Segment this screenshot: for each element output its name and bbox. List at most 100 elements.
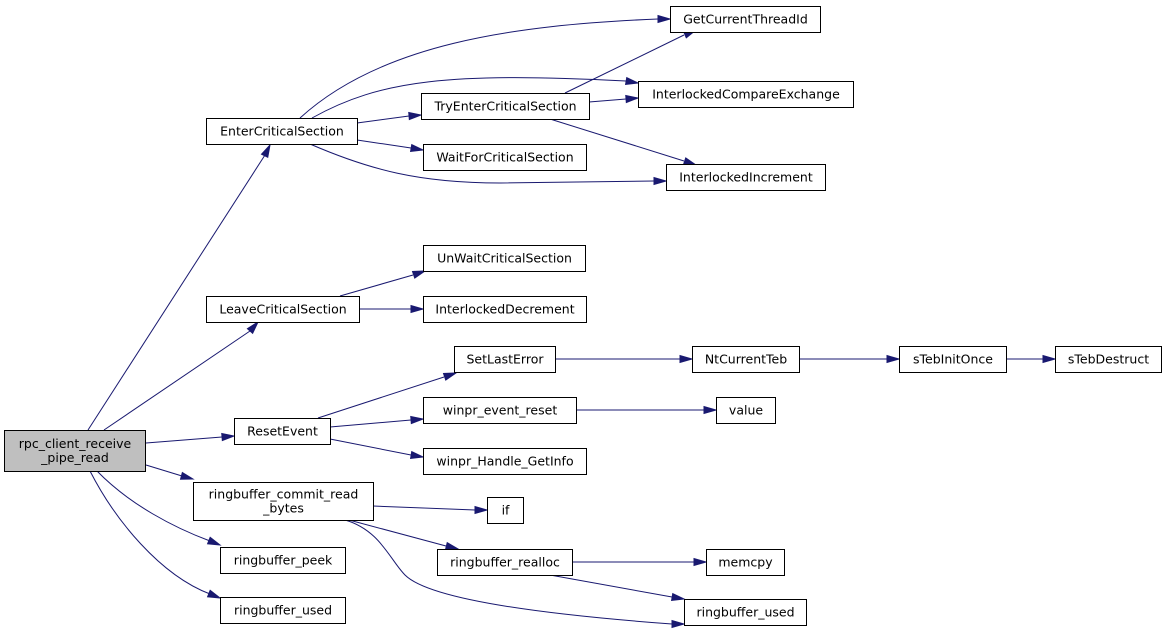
edge-line bbox=[588, 98, 627, 103]
node-used2[interactable]: ringbuffer_used bbox=[684, 599, 807, 626]
node-label: ringbuffer_used bbox=[696, 605, 794, 620]
edge-line bbox=[299, 18, 659, 119]
edge-line bbox=[145, 436, 223, 444]
node-label: InterlockedDecrement bbox=[435, 302, 574, 317]
node-box bbox=[706, 549, 785, 576]
edge-tryenter-to-ice bbox=[588, 94, 640, 104]
arrowhead-icon bbox=[408, 111, 423, 121]
edge-line bbox=[339, 274, 414, 297]
edge-commit-to-realloc bbox=[348, 519, 460, 551]
node-label: LeaveCriticalSection bbox=[219, 302, 346, 317]
edge-rpc-to-leave bbox=[103, 320, 260, 431]
edge-line bbox=[356, 115, 410, 124]
node-box bbox=[1055, 346, 1162, 373]
edge-line bbox=[103, 330, 251, 431]
node-used1[interactable]: ringbuffer_used bbox=[220, 597, 346, 624]
edge-rpc-to-enter bbox=[87, 143, 271, 431]
node-label: InterlockedCompareExchange bbox=[652, 87, 840, 102]
arrowhead-icon bbox=[653, 176, 668, 186]
edge-line bbox=[317, 376, 445, 419]
node-label: InterlockedIncrement bbox=[679, 170, 813, 185]
node-label: UnWaitCriticalSection bbox=[437, 251, 572, 266]
arrowhead-icon bbox=[1042, 354, 1057, 364]
edge-line bbox=[549, 574, 673, 598]
edge-line bbox=[549, 118, 685, 162]
node-box bbox=[220, 547, 346, 574]
edge-line bbox=[344, 519, 673, 625]
edge-rpc-to-peek bbox=[96, 470, 222, 546]
edge-ntteb-to-stebinit bbox=[799, 354, 901, 364]
edge-setlast-to-ntteb bbox=[555, 354, 694, 364]
edge-enter-to-waitfor bbox=[356, 139, 425, 153]
node-rpc[interactable]: rpc_client_receive_pipe_read bbox=[4, 430, 146, 472]
node-box bbox=[670, 6, 821, 33]
node-label: ringbuffer_used bbox=[234, 603, 332, 618]
node-label: _pipe_read bbox=[40, 450, 109, 465]
node-box bbox=[423, 245, 586, 272]
node-box bbox=[487, 497, 524, 524]
node-label: rpc_client_receive bbox=[19, 436, 132, 451]
edge-rpc-to-used1 bbox=[89, 470, 222, 599]
node-commit[interactable]: ringbuffer_commit_read_bytes bbox=[193, 482, 374, 521]
node-box bbox=[193, 482, 374, 521]
node-label: _bytes bbox=[262, 501, 304, 516]
node-ii[interactable]: InterlockedIncrement bbox=[666, 164, 826, 191]
node-box bbox=[437, 549, 573, 576]
edge-rpc-to-reset bbox=[145, 432, 236, 444]
node-idec[interactable]: InterlockedDecrement bbox=[423, 296, 587, 323]
node-leave[interactable]: LeaveCriticalSection bbox=[206, 296, 360, 323]
node-box bbox=[638, 81, 854, 108]
node-enter[interactable]: EnterCriticalSection bbox=[206, 118, 358, 145]
node-reset[interactable]: ResetEvent bbox=[234, 418, 331, 445]
arrowhead-icon bbox=[179, 471, 195, 480]
node-setlast[interactable]: SetLastError bbox=[454, 346, 556, 373]
edge-enter-to-gct bbox=[299, 14, 672, 119]
node-label: value bbox=[729, 403, 763, 418]
node-box bbox=[234, 418, 331, 445]
edge-commit-to-used2 bbox=[344, 519, 686, 629]
node-memcpy[interactable]: memcpy bbox=[706, 549, 785, 576]
node-stebinit[interactable]: sTebInitOnce bbox=[899, 346, 1007, 373]
edge-enter-to-ii bbox=[309, 143, 668, 186]
node-box bbox=[4, 430, 146, 472]
node-label: sTebDestruct bbox=[1068, 352, 1149, 367]
edge-line bbox=[145, 464, 183, 477]
node-label: NtCurrentTeb bbox=[705, 352, 787, 367]
node-peek[interactable]: ringbuffer_peek bbox=[220, 547, 346, 574]
node-box bbox=[423, 144, 587, 171]
node-box bbox=[899, 346, 1007, 373]
node-tryenter[interactable]: TryEnterCriticalSection bbox=[421, 93, 590, 120]
arrowhead-icon bbox=[246, 320, 260, 335]
arrowhead-icon bbox=[260, 143, 271, 159]
node-box bbox=[206, 118, 358, 145]
node-ice[interactable]: InterlockedCompareExchange bbox=[638, 81, 854, 108]
node-label: TryEnterCriticalSection bbox=[433, 99, 576, 114]
node-ntteb[interactable]: NtCurrentTeb bbox=[692, 346, 800, 373]
node-stebdes[interactable]: sTebDestruct bbox=[1055, 346, 1162, 373]
node-unwait[interactable]: UnWaitCriticalSection bbox=[423, 245, 586, 272]
edge-leave-to-idec bbox=[359, 304, 425, 314]
arrowhead-icon bbox=[703, 405, 718, 415]
node-waitfor[interactable]: WaitForCriticalSection bbox=[423, 144, 587, 171]
arrowhead-icon bbox=[206, 536, 222, 546]
node-gct[interactable]: GetCurrentThreadId bbox=[670, 6, 821, 33]
node-box bbox=[692, 346, 800, 373]
node-box bbox=[423, 448, 587, 475]
node-if[interactable]: if bbox=[487, 497, 524, 524]
node-label: WaitForCriticalSection bbox=[436, 150, 573, 165]
node-label: ringbuffer_peek bbox=[234, 553, 333, 568]
node-label: if bbox=[502, 503, 510, 518]
node-value[interactable]: value bbox=[716, 397, 776, 424]
edge-reset-to-handle bbox=[329, 438, 425, 460]
arrowhead-icon bbox=[442, 372, 458, 381]
node-realloc[interactable]: ringbuffer_realloc bbox=[437, 549, 573, 576]
node-evreset[interactable]: winpr_event_reset bbox=[423, 397, 577, 424]
edge-enter-to-ice bbox=[311, 76, 640, 119]
node-box bbox=[666, 164, 826, 191]
arrowhead-icon bbox=[221, 432, 236, 442]
node-handle[interactable]: winpr_Handle_GetInfo bbox=[423, 448, 587, 475]
edge-reset-to-setlast bbox=[317, 372, 458, 419]
node-label: GetCurrentThreadId bbox=[683, 12, 808, 27]
arrowhead-icon bbox=[679, 354, 694, 364]
arrowhead-icon bbox=[671, 619, 686, 629]
